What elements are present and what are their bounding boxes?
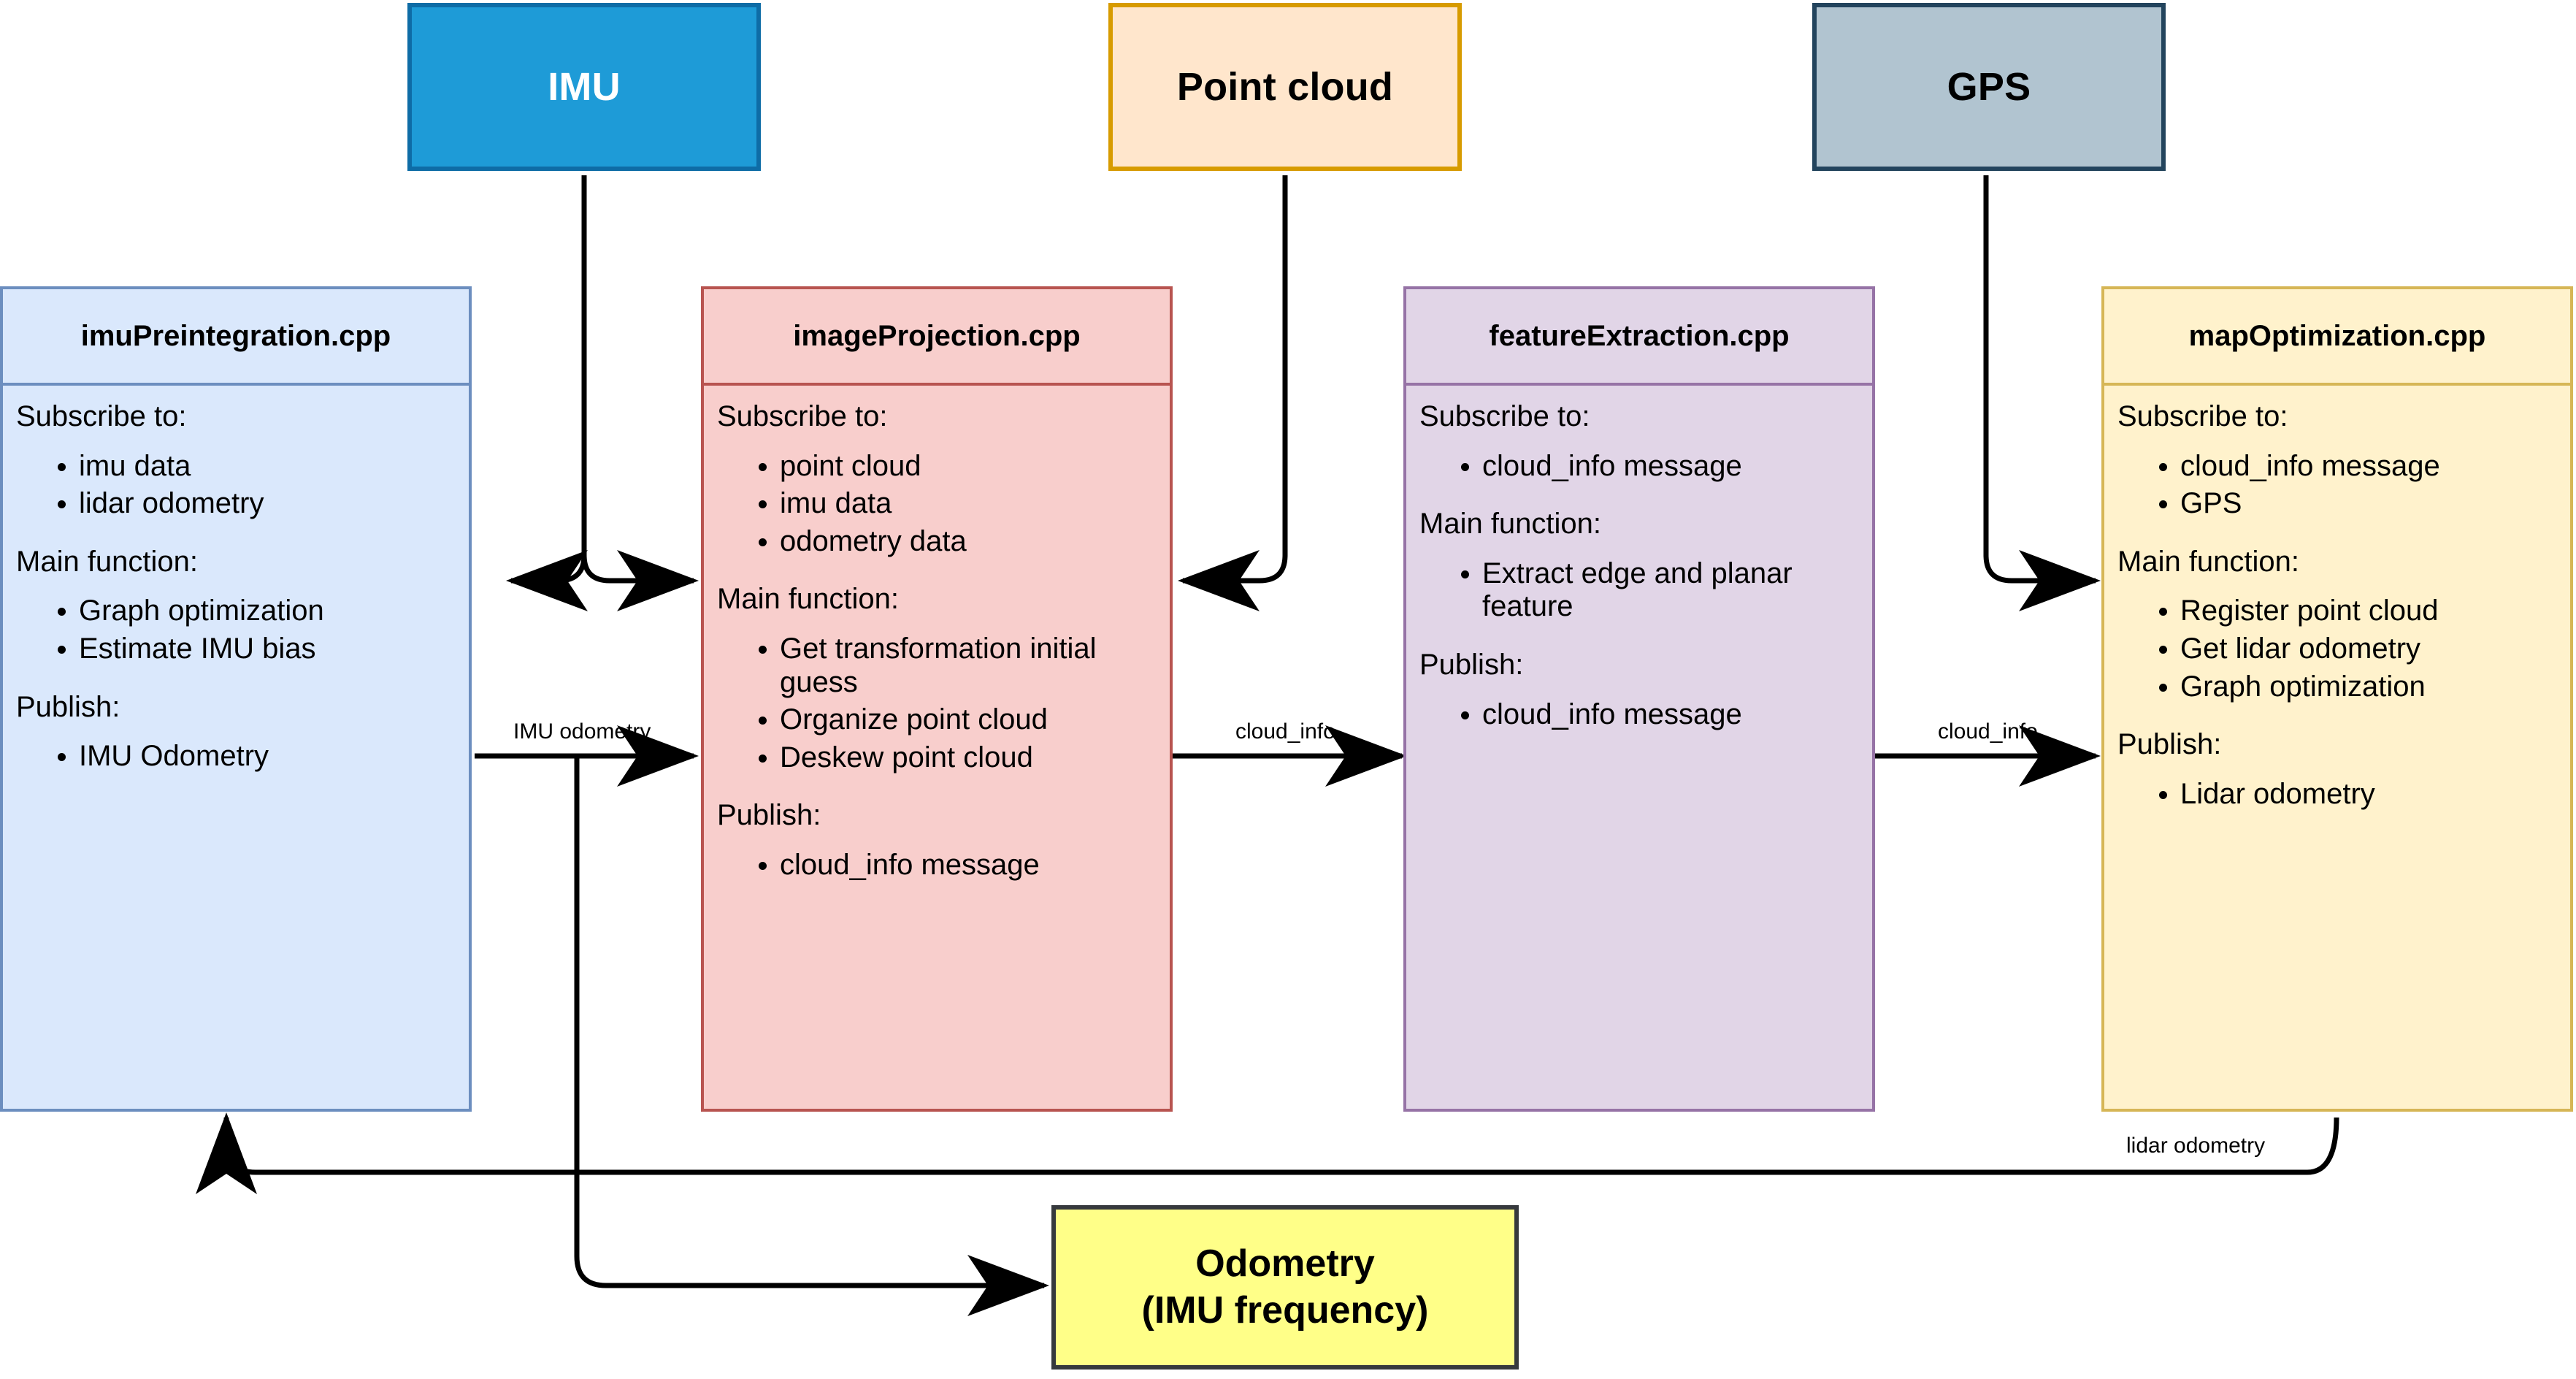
edge-imu-to-imupreintegration <box>506 175 588 611</box>
module-imu-preintegration-body: Subscribe to: imu data lidar odometry Ma… <box>3 386 469 1109</box>
edge-gps-to-mapoptimization <box>1983 175 2101 611</box>
list-item: IMU Odometry <box>79 740 456 773</box>
list-item: Get lidar odometry <box>2180 633 2557 666</box>
main-list: Get transformation initial guess Organiz… <box>717 633 1157 774</box>
odometry-label-wrap: Odometry (IMU frequency) <box>1142 1241 1429 1334</box>
main-list: Graph optimization Estimate IMU bias <box>16 595 456 665</box>
source-node-gps[interactable]: GPS <box>1812 3 2166 171</box>
list-item: Graph optimization <box>2180 671 2557 704</box>
main-list: Register point cloud Get lidar odometry … <box>2117 595 2557 703</box>
list-item: cloud_info message <box>1482 698 1859 732</box>
publish-heading: Publish: <box>2117 728 2222 761</box>
list-item: cloud_info message <box>1482 450 1859 484</box>
odometry-label-line2: (IMU frequency) <box>1141 1288 1429 1332</box>
module-map-optimization[interactable]: mapOptimization.cpp Subscribe to: cloud_… <box>2101 286 2573 1112</box>
publish-heading: Publish: <box>1419 648 1524 681</box>
publish-list: IMU Odometry <box>16 740 456 773</box>
publish-heading: Publish: <box>16 690 120 723</box>
list-item: cloud_info message <box>780 849 1157 882</box>
subscribe-list: imu data lidar odometry <box>16 450 456 521</box>
output-node-odometry[interactable]: Odometry (IMU frequency) <box>1051 1205 1519 1370</box>
publish-heading: Publish: <box>717 799 821 832</box>
source-gps-label: GPS <box>1947 65 2031 109</box>
module-imu-preintegration[interactable]: imuPreintegration.cpp Subscribe to: imu … <box>0 286 472 1112</box>
edge-label-imu-odometry: IMU odometry <box>513 719 651 744</box>
main-heading: Main function: <box>717 583 900 616</box>
module-imu-preintegration-title: imuPreintegration.cpp <box>3 289 469 386</box>
subscribe-heading: Subscribe to: <box>717 400 888 432</box>
list-item: lidar odometry <box>79 487 456 521</box>
list-item: Deskew point cloud <box>780 741 1157 775</box>
list-item: Lidar odometry <box>2180 778 2557 811</box>
list-item: point cloud <box>780 450 1157 484</box>
list-item: imu data <box>780 487 1157 521</box>
edge-imu-to-imageprojection <box>581 175 699 611</box>
publish-list: cloud_info message <box>1419 698 1859 732</box>
list-item: Get transformation initial guess <box>780 633 1157 699</box>
edge-label-cloud-info-1: cloud_info <box>1235 719 1335 744</box>
source-node-imu[interactable]: IMU <box>407 3 761 171</box>
subscribe-heading: Subscribe to: <box>16 400 187 432</box>
source-imu-label: IMU <box>548 65 621 109</box>
module-feature-extraction[interactable]: featureExtraction.cpp Subscribe to: clou… <box>1403 286 1875 1112</box>
list-item: odometry data <box>780 525 1157 559</box>
list-item: Graph optimization <box>79 595 456 628</box>
source-node-point-cloud[interactable]: Point cloud <box>1108 3 1462 171</box>
edge-mapoptimization-to-imupreintegration <box>196 1112 2339 1194</box>
subscribe-list: cloud_info message GPS <box>2117 450 2557 521</box>
list-item: Extract edge and planar feature <box>1482 557 1859 624</box>
odometry-label-line1: Odometry <box>1195 1242 1375 1286</box>
list-item: Register point cloud <box>2180 595 2557 628</box>
subscribe-list: cloud_info message <box>1419 450 1859 484</box>
edge-label-cloud-info-2: cloud_info <box>1938 719 2038 744</box>
module-map-optimization-body: Subscribe to: cloud_info message GPS Mai… <box>2104 386 2570 1109</box>
module-feature-extraction-body: Subscribe to: cloud_info message Main fu… <box>1406 386 1872 1109</box>
list-item: GPS <box>2180 487 2557 521</box>
main-list: Extract edge and planar feature <box>1419 557 1859 624</box>
module-image-projection-title: imageProjection.cpp <box>704 289 1170 386</box>
edge-label-lidar-odometry: lidar odometry <box>2126 1134 2266 1158</box>
subscribe-heading: Subscribe to: <box>1419 400 1590 432</box>
module-image-projection-body: Subscribe to: point cloud imu data odome… <box>704 386 1170 1109</box>
subscribe-heading: Subscribe to: <box>2117 400 2288 432</box>
module-feature-extraction-title: featureExtraction.cpp <box>1406 289 1872 386</box>
list-item: Estimate IMU bias <box>79 633 456 666</box>
source-point-cloud-label: Point cloud <box>1176 65 1394 109</box>
module-image-projection[interactable]: imageProjection.cpp Subscribe to: point … <box>701 286 1173 1112</box>
publish-list: Lidar odometry <box>2117 778 2557 811</box>
list-item: Organize point cloud <box>780 703 1157 737</box>
edge-pointcloud-to-imageprojection <box>1178 175 1288 611</box>
main-heading: Main function: <box>16 545 199 578</box>
list-item: cloud_info message <box>2180 450 2557 484</box>
main-heading: Main function: <box>1419 508 1602 540</box>
subscribe-list: point cloud imu data odometry data <box>717 450 1157 559</box>
list-item: imu data <box>79 450 456 484</box>
main-heading: Main function: <box>2117 545 2300 578</box>
publish-list: cloud_info message <box>717 849 1157 882</box>
module-map-optimization-title: mapOptimization.cpp <box>2104 289 2570 386</box>
